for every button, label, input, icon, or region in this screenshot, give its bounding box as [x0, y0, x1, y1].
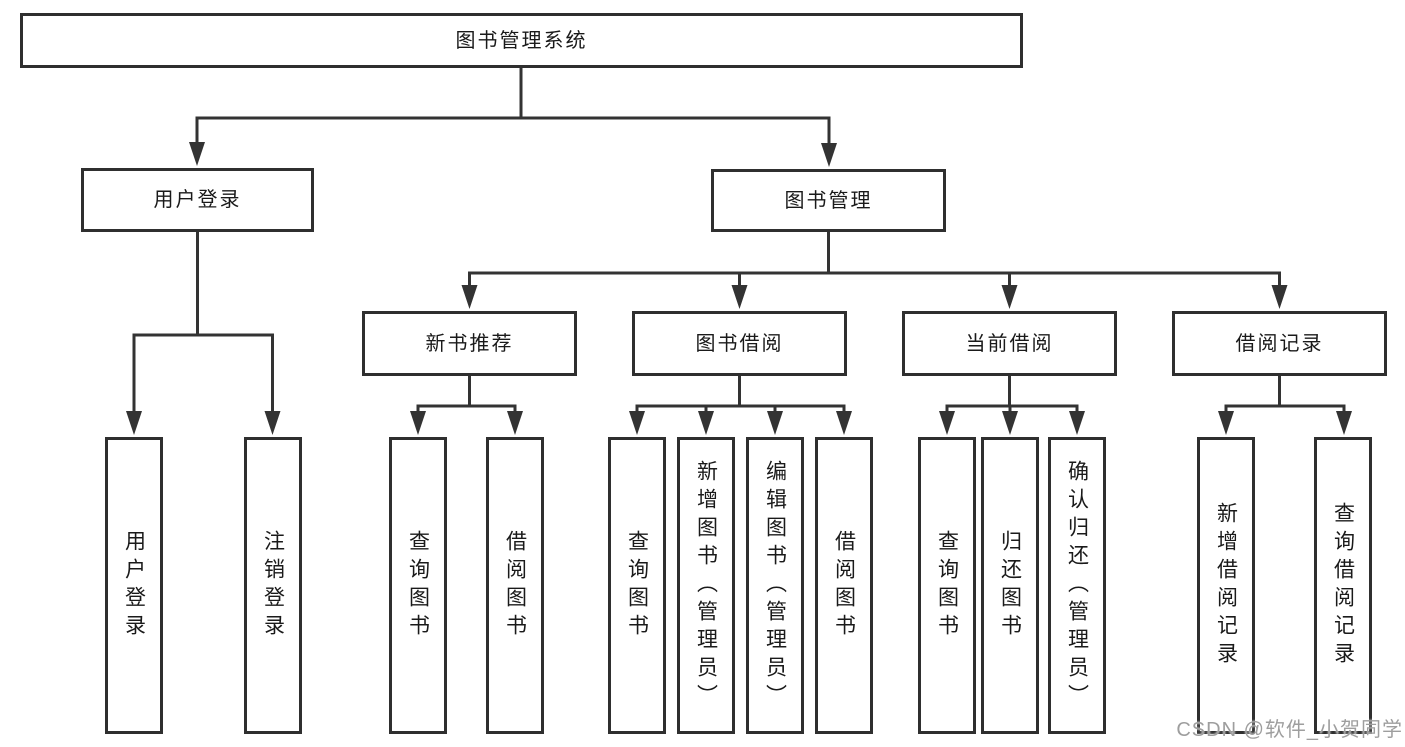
watermark: CSDN @软件_小贺同学	[1176, 719, 1403, 741]
edge-root-to-level2	[189, 67, 837, 167]
leaf-return-book: 归还图书	[981, 437, 1039, 734]
node-current-borrow: 当前借阅	[902, 311, 1117, 376]
leaf-borrow-books: 借阅图书	[815, 437, 873, 734]
node-book-borrow: 图书借阅	[632, 311, 847, 376]
edge-current-borrow-to-leaves	[939, 376, 1085, 435]
edge-new-book-recommend-to-leaves	[410, 376, 523, 435]
leaf-query-books-borrow: 查询图书	[608, 437, 666, 734]
node-user-login: 用户登录	[81, 168, 314, 232]
leaf-edit-book-admin: 编辑图书（管理员）	[746, 437, 804, 734]
node-borrow-record: 借阅记录	[1172, 311, 1387, 376]
edge-book-management-to-level3	[461, 232, 1288, 309]
edge-user-login-to-leaves	[126, 232, 281, 435]
leaf-add-book-admin: 新增图书（管理员）	[677, 437, 735, 734]
leaf-query-borrow-record: 查询借阅记录	[1314, 437, 1372, 734]
leaf-add-borrow-record: 新增借阅记录	[1197, 437, 1255, 734]
leaf-borrow-books-recommend: 借阅图书	[486, 437, 544, 734]
edge-borrow-record-to-leaves	[1218, 376, 1352, 435]
node-new-book-recommend: 新书推荐	[362, 311, 577, 376]
leaf-query-books-current: 查询图书	[918, 437, 976, 734]
edge-book-borrow-to-leaves	[629, 376, 852, 435]
node-book-management: 图书管理	[711, 169, 946, 232]
leaf-user-login: 用户登录	[105, 437, 163, 734]
leaf-confirm-return-admin: 确认归还（管理员）	[1048, 437, 1106, 734]
node-root: 图书管理系统	[20, 13, 1023, 68]
leaf-logout: 注销登录	[244, 437, 302, 734]
leaf-query-books-recommend: 查询图书	[389, 437, 447, 734]
